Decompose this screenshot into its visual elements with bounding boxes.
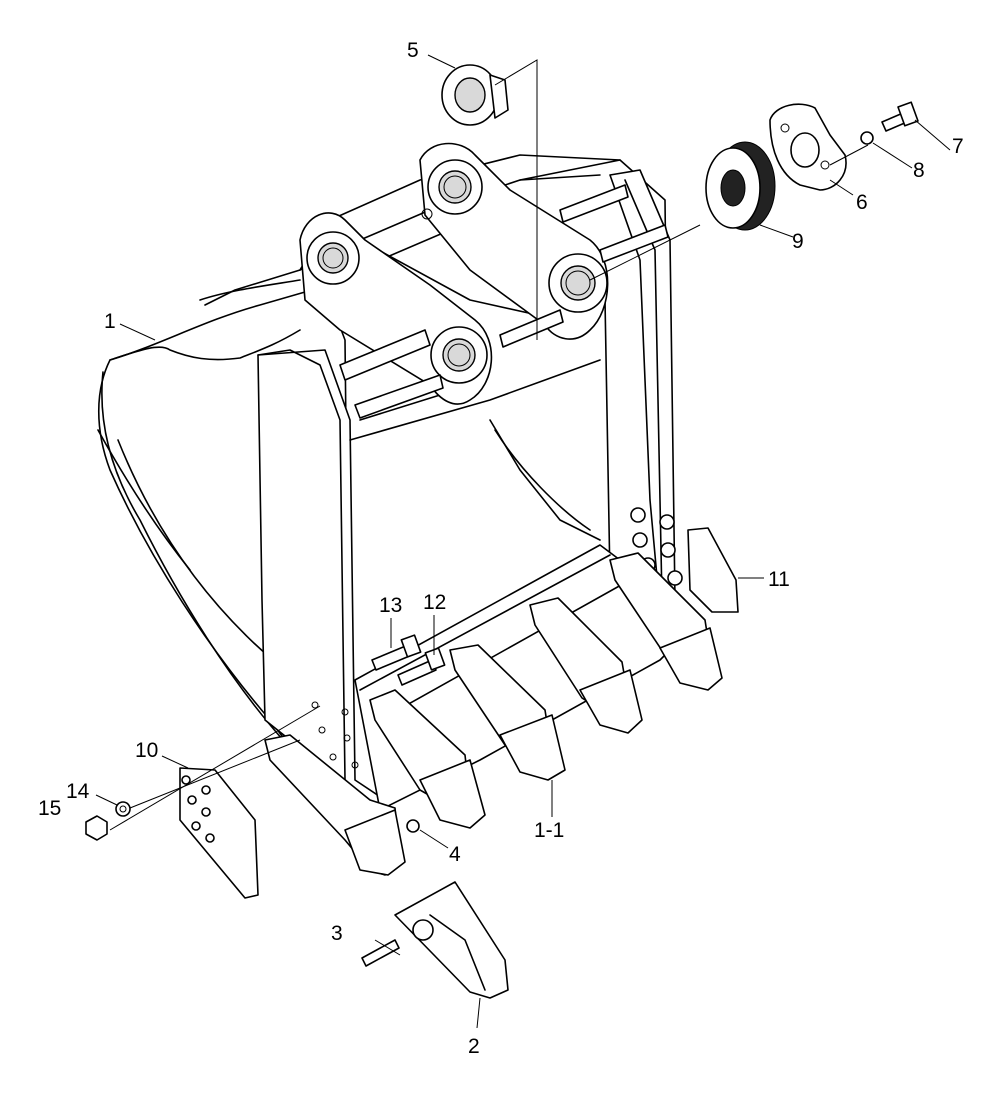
- side-cutter-left: [179, 701, 359, 899]
- washer: [115, 801, 131, 817]
- callout-1-1: 1-1: [534, 819, 564, 842]
- detached-tooth: [394, 881, 509, 999]
- hex-nut: [85, 815, 108, 841]
- shim-ring: [705, 141, 776, 231]
- callout-15: 15: [38, 797, 61, 820]
- callout-10: 10: [135, 739, 158, 762]
- pin: [361, 939, 400, 967]
- callout-3: 3: [331, 922, 343, 945]
- callout-14: 14: [66, 780, 90, 803]
- mounting-ears: [299, 142, 669, 419]
- washer-hole: [119, 805, 127, 813]
- leader-lines: [95, 54, 951, 1029]
- callout-11: 11: [768, 568, 790, 591]
- bolts: [371, 634, 446, 686]
- side-cutter-right: [687, 527, 739, 613]
- callout-4: 4: [449, 843, 461, 866]
- callout-12: 12: [423, 591, 446, 614]
- callout-8: 8: [913, 159, 925, 182]
- callout-13: 13: [379, 594, 402, 617]
- bucket-teeth: [264, 552, 723, 876]
- callout-5: 5: [407, 39, 419, 62]
- lock-washer: [406, 819, 420, 833]
- retainer-bolt: [881, 101, 919, 132]
- callout-7: 7: [952, 135, 964, 158]
- bushing: [441, 64, 509, 126]
- retainer-plate: [769, 103, 847, 191]
- small-washer: [860, 131, 874, 145]
- callout-1: 1: [104, 310, 116, 333]
- callouts: 1 1-1 2 3 4 5 6 7 8 9 10 11 12 13 14 15: [38, 39, 964, 1058]
- callout-2: 2: [468, 1035, 480, 1058]
- callout-9: 9: [792, 230, 804, 253]
- callout-6: 6: [856, 191, 868, 214]
